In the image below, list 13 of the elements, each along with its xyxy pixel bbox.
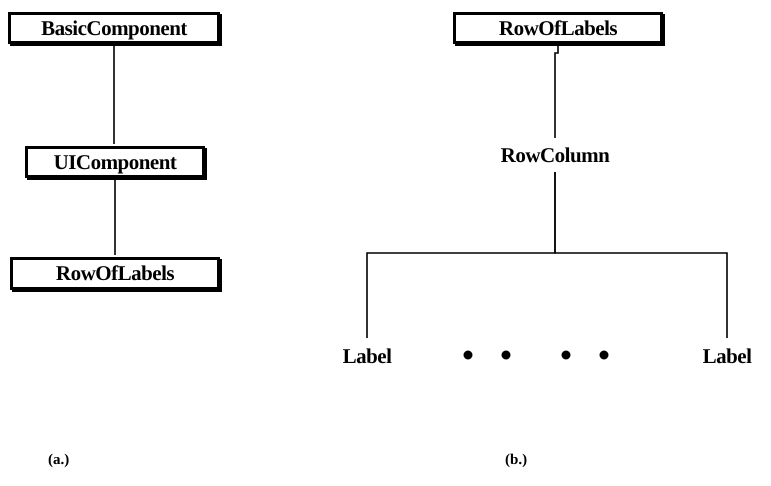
panel-caption: (a.) — [48, 452, 70, 469]
class-box: RowOfLabels — [10, 257, 220, 290]
connector-line — [554, 46, 559, 138]
connector-line — [113, 46, 115, 144]
class-box: BasicComponent — [8, 12, 220, 44]
class-box: UIComponent — [25, 146, 205, 178]
class-name: RowColumn — [495, 140, 615, 170]
connector-line — [554, 172, 728, 338]
panel-caption: (b.) — [505, 452, 528, 469]
connector-line — [114, 180, 116, 255]
class-name: Label — [322, 340, 412, 372]
class-box: RowOfLabels — [453, 12, 663, 44]
class-name: Label — [685, 340, 769, 372]
